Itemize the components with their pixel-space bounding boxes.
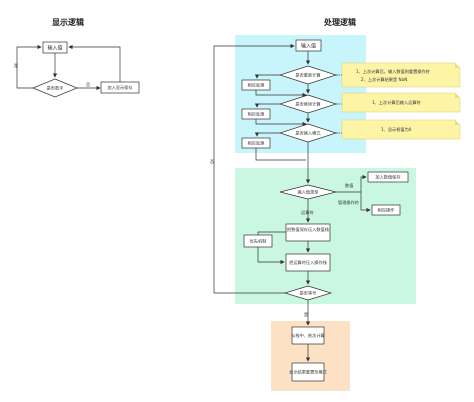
note-2 <box>341 92 461 113</box>
equal-label: 是否等号 <box>300 290 317 297</box>
left-decision-diamond <box>32 78 78 98</box>
equal-no-label: 否 <box>210 159 214 165</box>
priority-link-1 <box>257 231 286 235</box>
add-value-save-label: 加入数值保存 <box>375 174 400 181</box>
continue-to-handle <box>254 103 280 108</box>
left-title: 显示逻辑 <box>52 17 84 27</box>
recompute-label: 是否重新计算 <box>295 72 320 79</box>
note-1 <box>341 62 461 88</box>
equal-no-loop <box>213 43 295 294</box>
handle1-return <box>255 90 307 98</box>
type-label: 输入值类型 <box>298 189 319 196</box>
priority-link-2 <box>257 247 285 265</box>
note-1-line-1: 1、上次计算后，输入数值则重置操作符 <box>356 68 430 75</box>
display-result-label: 显示结果重置至模式 <box>289 369 328 376</box>
mode-to-handle <box>254 132 280 137</box>
type-value-branch <box>360 174 367 192</box>
calc-stack-label: 从栈中、依次计算 <box>291 332 325 339</box>
add-value-save-box <box>367 171 409 183</box>
right-title: 处理逻辑 <box>323 17 356 27</box>
mode-label: 是否输入模式 <box>295 130 321 137</box>
left-yes-loop <box>16 44 42 89</box>
handle2-label: 相应处理 <box>248 111 266 118</box>
save-value-stack-label: 把数值保存压入数值栈 <box>287 226 329 233</box>
equal-yes-label: 是 <box>304 312 309 318</box>
handle3-label: 相应处理 <box>248 140 266 147</box>
type-value-label: 数值 <box>345 182 353 189</box>
left-decision-label: 是否数字 <box>47 85 64 92</box>
note-1-fold <box>455 63 460 68</box>
left-add-display-loop <box>68 44 121 82</box>
priority-label: 优先机制 <box>250 238 267 245</box>
left-no-label: 否 <box>86 82 90 88</box>
save-op-stack-label: 把运算符压入操作栈 <box>289 259 327 266</box>
left-add-display-label: 加入显示保存 <box>107 84 132 91</box>
operator-label: 运算符 <box>301 209 314 216</box>
note-3-fold <box>455 120 460 125</box>
recompute-to-handle <box>254 74 280 79</box>
continue-label: 是否继续计算 <box>295 101 320 108</box>
handle3-return <box>255 148 306 161</box>
right-input-label: 输入值 <box>301 43 316 50</box>
note-2-text: 1、上次计算后输入运算符 <box>372 99 421 106</box>
left-yes-label: 是 <box>14 63 19 69</box>
type-manage-branch <box>360 192 371 213</box>
note-2-fold <box>455 93 460 98</box>
left-input-label: 输入值 <box>47 45 62 52</box>
note-3 <box>341 119 461 140</box>
right-input-box <box>295 39 322 52</box>
related-op-box <box>371 204 401 216</box>
handle1-label: 相应处理 <box>248 82 266 89</box>
note-3-text: 1、显示框值为0 <box>381 126 412 133</box>
display-result-box <box>291 362 325 382</box>
note-1-line-2: 2、上次计算结果是 NaN <box>361 76 407 83</box>
related-op-label: 相应操作 <box>378 207 396 214</box>
handle2-return <box>255 119 307 127</box>
type-manage-label: 管理操作符 <box>338 199 359 206</box>
